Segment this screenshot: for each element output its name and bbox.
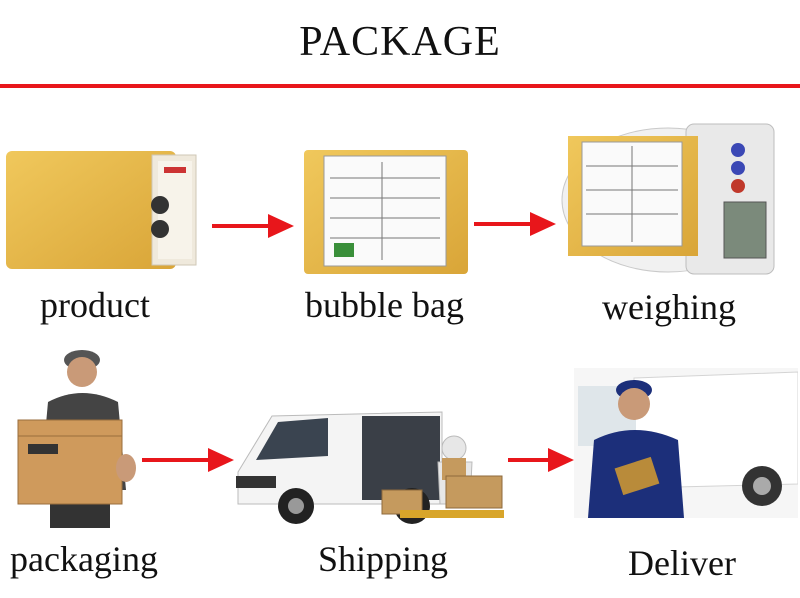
step-label-weighing: weighing bbox=[602, 287, 736, 327]
man-with-box-icon bbox=[17, 350, 136, 528]
arrow-right-icon bbox=[142, 448, 234, 472]
page-title: PACKAGE bbox=[299, 19, 501, 65]
delivery-van-icon bbox=[236, 411, 504, 524]
arrow-right-icon bbox=[474, 212, 556, 236]
padded-envelope-icon bbox=[6, 151, 197, 269]
step-label-deliver: Deliver bbox=[628, 543, 736, 583]
scale-icon bbox=[561, 123, 775, 275]
step-label-shipping: Shipping bbox=[318, 539, 449, 579]
step-label-product: product bbox=[40, 285, 150, 325]
title-divider bbox=[0, 84, 800, 88]
courier-icon bbox=[574, 368, 798, 518]
step-label-packaging: packaging bbox=[10, 539, 158, 579]
arrow-right-icon bbox=[508, 448, 574, 472]
step-label-bubble-bag: bubble bag bbox=[305, 285, 464, 325]
arrow-right-icon bbox=[212, 214, 294, 238]
bubble-bag-icon bbox=[304, 150, 468, 274]
